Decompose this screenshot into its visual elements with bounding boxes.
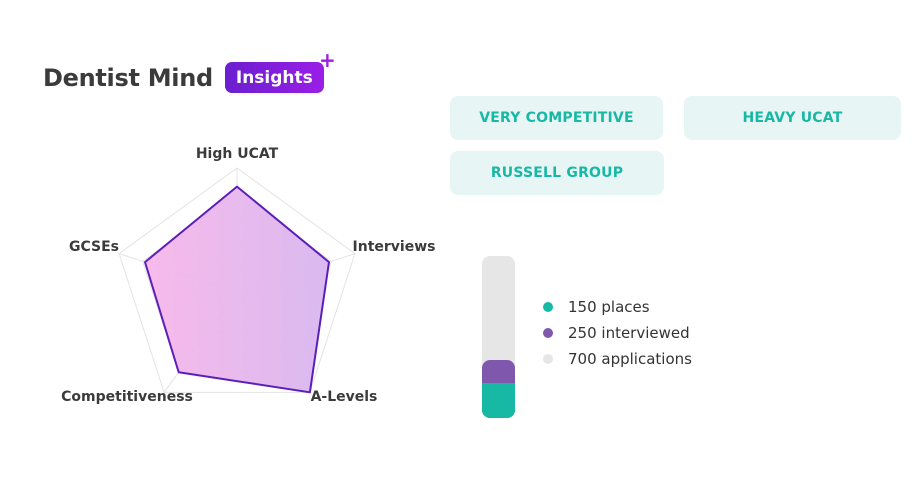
legend-dot-applications bbox=[543, 354, 553, 364]
legend-label-applications: 700 applications bbox=[568, 350, 692, 368]
radar-chart: High UCAT Interviews A-Levels Competitiv… bbox=[61, 146, 436, 405]
bar-segment-places bbox=[482, 383, 515, 418]
bar-legend: 150 places 250 interviewed 700 applicati… bbox=[543, 294, 692, 372]
plus-icon: + bbox=[319, 48, 336, 72]
legend-label-interviewed: 250 interviewed bbox=[568, 324, 690, 342]
brand-header: Dentist Mind Insights + bbox=[43, 50, 336, 93]
axis-label-gcses: GCSEs bbox=[69, 239, 119, 255]
axis-label-a-levels: A-Levels bbox=[311, 389, 378, 405]
axis-label-interviews: Interviews bbox=[353, 239, 436, 255]
legend-item-applications: 700 applications bbox=[543, 346, 692, 372]
radar-data-polygon bbox=[144, 185, 330, 394]
axis-label-competitiveness: Competitiveness bbox=[61, 389, 193, 405]
tag-heavy-ucat: HEAVY UCAT bbox=[684, 96, 901, 140]
legend-item-interviewed: 250 interviewed bbox=[543, 320, 692, 346]
tag-russell-group: RUSSELL GROUP bbox=[450, 151, 664, 195]
legend-label-places: 150 places bbox=[568, 298, 650, 316]
legend-item-places: 150 places bbox=[543, 294, 692, 320]
insights-badge-label: Insights bbox=[235, 67, 313, 88]
brand-title: Dentist Mind bbox=[43, 63, 213, 92]
legend-dot-interviewed bbox=[543, 328, 553, 338]
legend-dot-places bbox=[543, 302, 553, 312]
stacked-bar-applications bbox=[482, 256, 515, 418]
insights-badge: Insights + bbox=[224, 50, 336, 93]
radar-grid-ring bbox=[118, 167, 356, 393]
axis-label-high-ucat: High UCAT bbox=[196, 146, 279, 162]
tag-very-competitive: VERY COMPETITIVE bbox=[450, 96, 663, 140]
